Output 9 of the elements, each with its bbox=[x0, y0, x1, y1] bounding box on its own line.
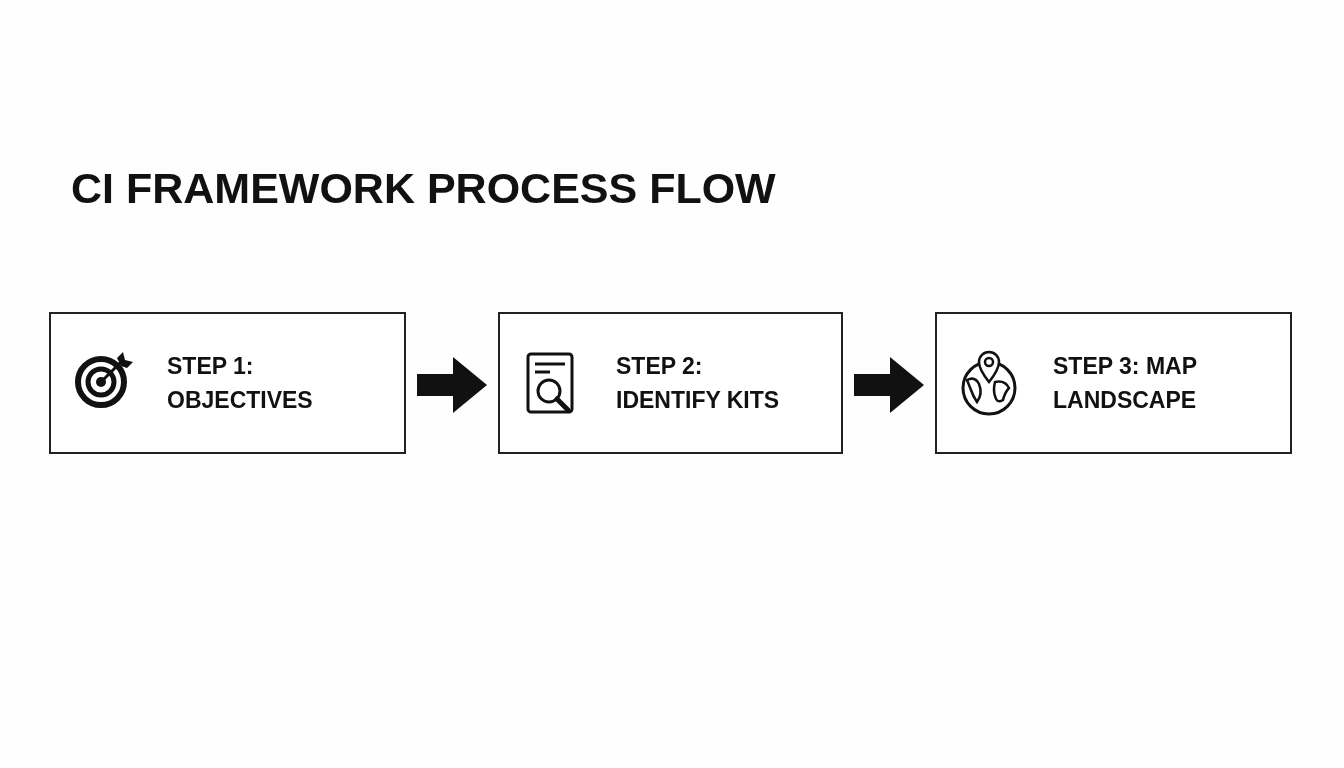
step-label: STEP 1: OBJECTIVES bbox=[167, 352, 314, 415]
step-box bbox=[498, 312, 843, 454]
step-box bbox=[49, 312, 406, 454]
step-label: STEP 3: MAP LANDSCAPE bbox=[1053, 352, 1198, 415]
block-arrow bbox=[854, 357, 924, 413]
diagram-title: CI FRAMEWORK PROCESS FLOW bbox=[71, 164, 776, 213]
step-box bbox=[935, 312, 1292, 454]
block-arrow bbox=[417, 357, 487, 413]
step-label: STEP 2: IDENTIFY KITS bbox=[616, 352, 781, 415]
